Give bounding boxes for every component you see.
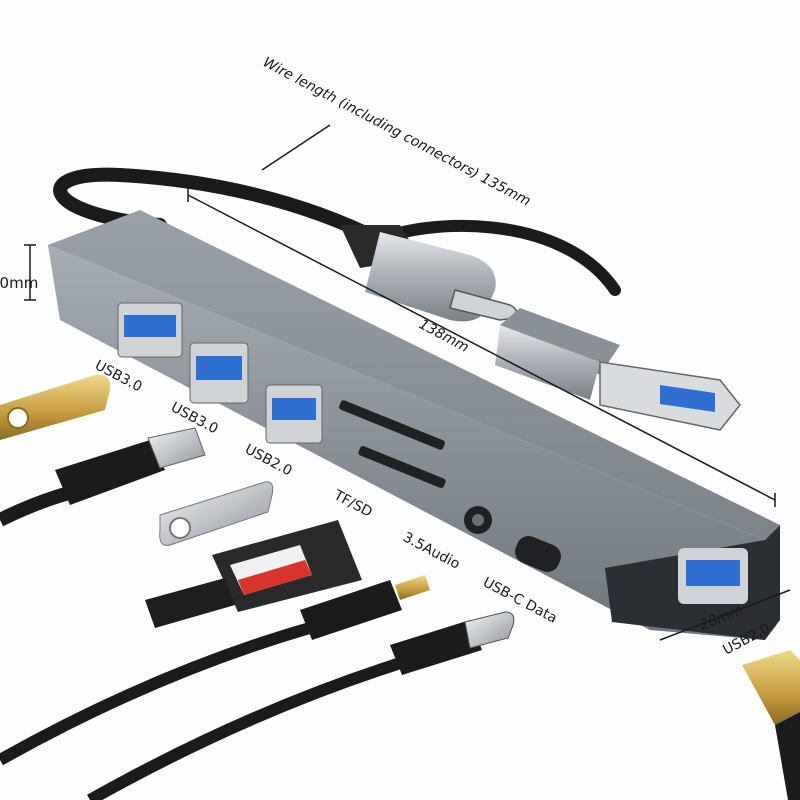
hub-cable xyxy=(53,167,387,247)
height-10-label: 10mm xyxy=(0,274,38,292)
wire-length-label: Wire length (including connectors) 135mm xyxy=(260,54,533,209)
sd-slot xyxy=(358,446,446,488)
tf-card xyxy=(145,578,235,628)
usb-a-cable xyxy=(0,427,206,527)
length-138-label: 138mm xyxy=(416,316,471,355)
usb-c-cable xyxy=(87,611,515,800)
usb-c-connector xyxy=(340,225,518,322)
usb-flash-drive-gold xyxy=(0,374,111,440)
audio-cable xyxy=(0,575,430,766)
sd-card xyxy=(212,520,362,612)
audio-label: 3.5Audio xyxy=(400,529,462,572)
dimension-lines xyxy=(24,124,791,641)
usb20-label-1: USB2.0 xyxy=(242,441,295,479)
tfsd-label: TF/SD xyxy=(330,487,375,521)
tf-slot xyxy=(339,400,445,450)
usb-flash-drive-silver xyxy=(159,481,274,546)
usb20-plug xyxy=(742,650,800,800)
front-ports xyxy=(117,302,561,572)
usb-c-port xyxy=(515,536,561,572)
usb-a-connector xyxy=(495,308,741,431)
